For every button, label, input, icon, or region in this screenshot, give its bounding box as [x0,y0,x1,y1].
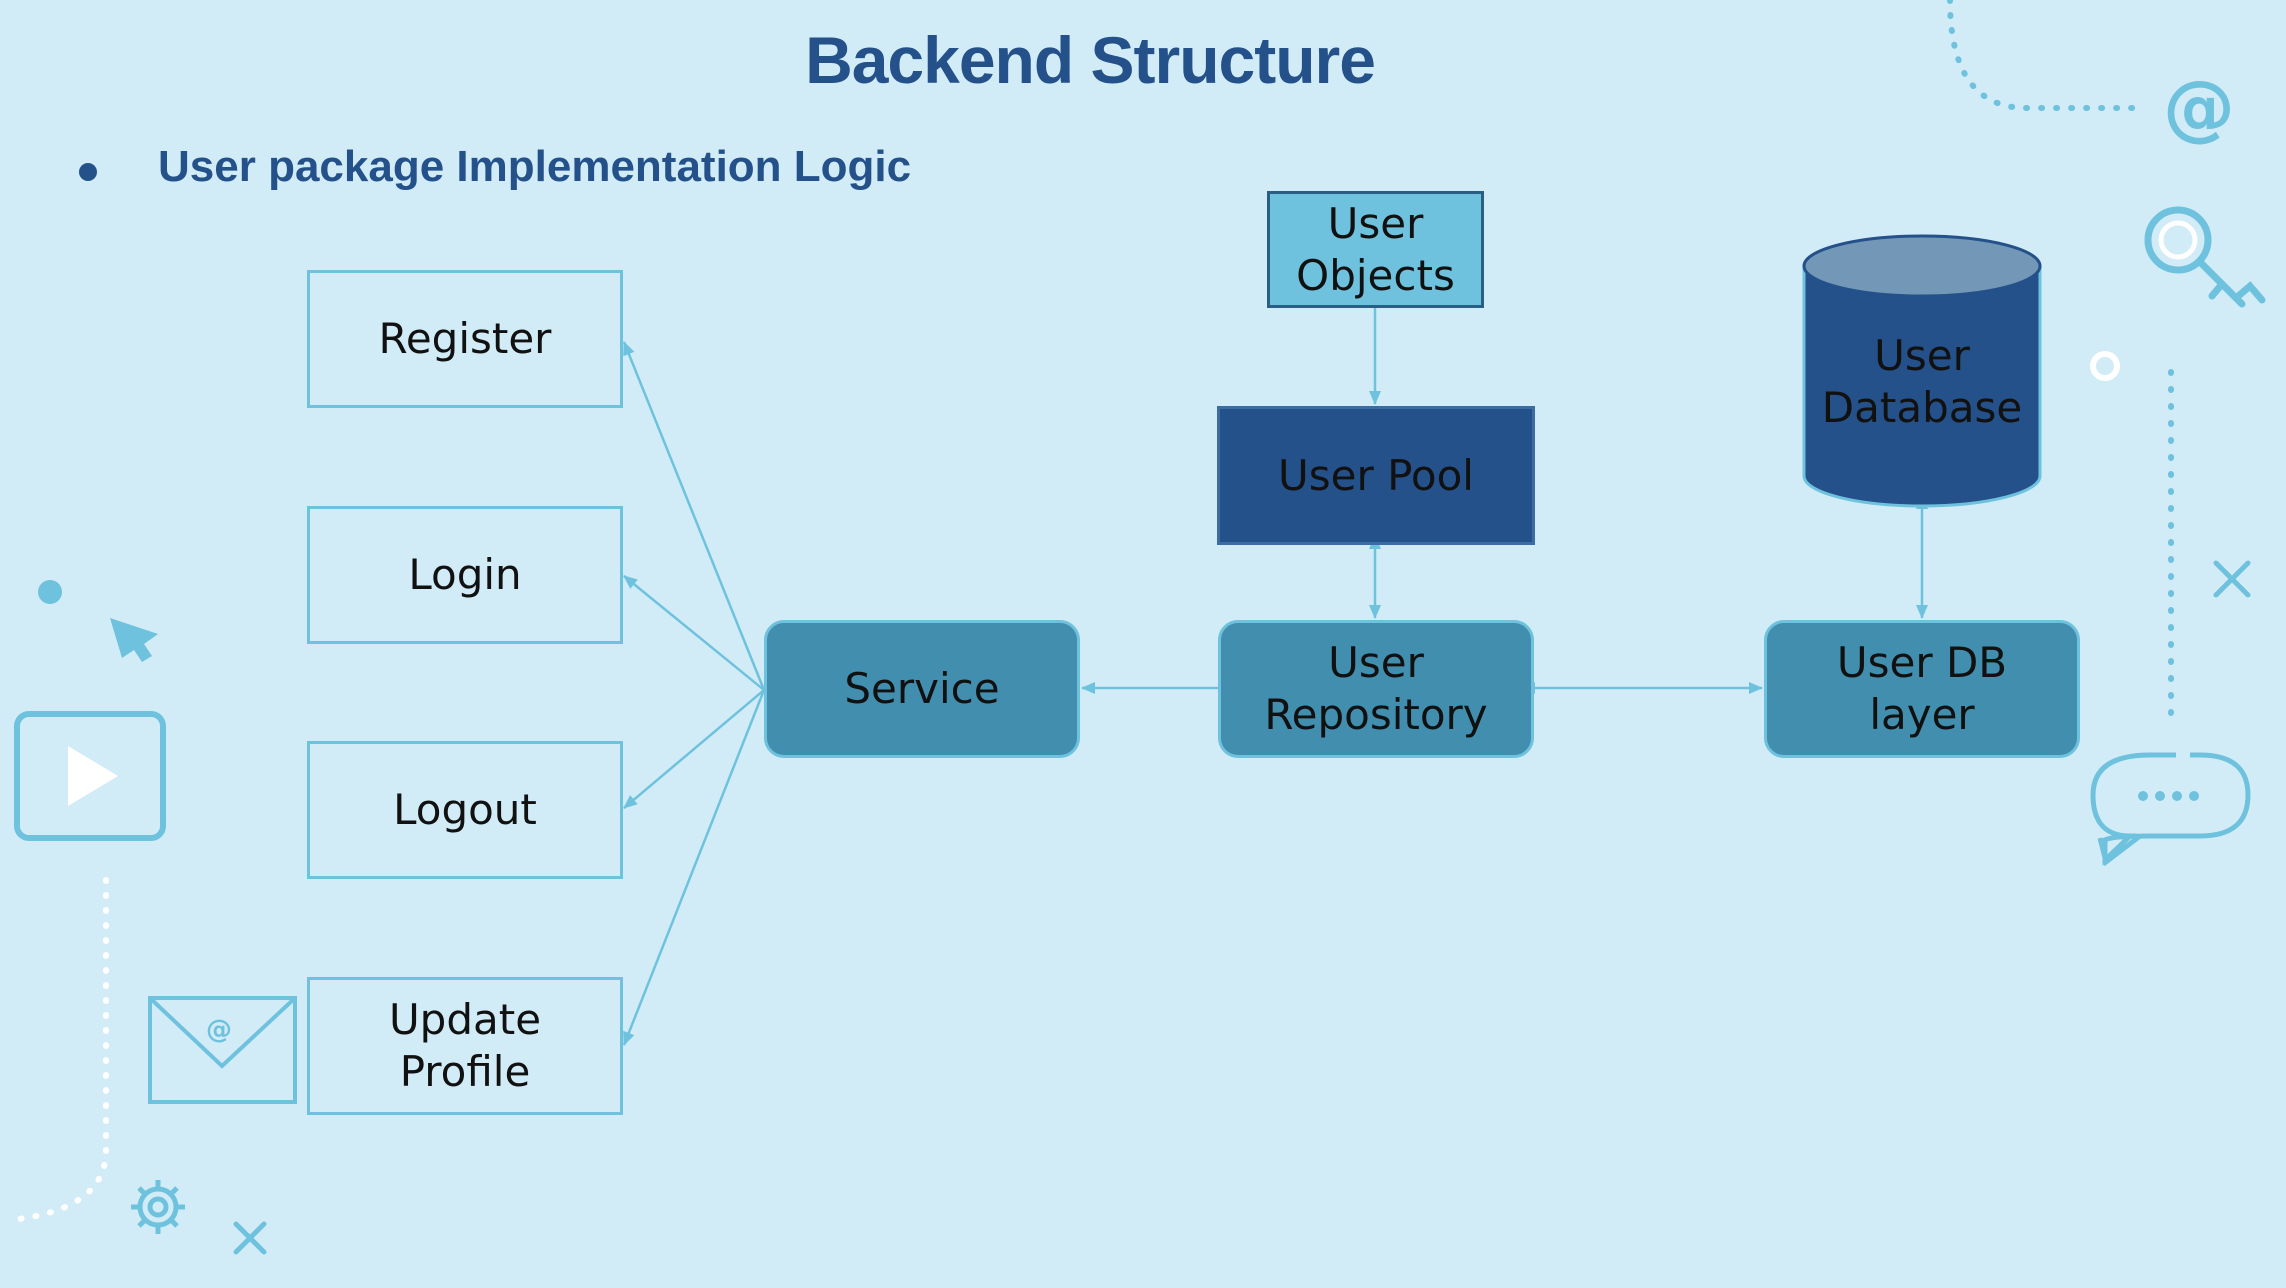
register-box: Register [307,270,623,408]
service-label: Service [844,664,1000,713]
user-objects-box: User Objects [1267,191,1484,308]
arrow-service-update-profile [622,689,766,1046]
update-profile-box: Update Profile [307,977,623,1115]
play-icon [14,711,166,841]
arrow-service-login [623,575,765,691]
dotted-curve [1947,0,2143,112]
gear-icon [131,1180,185,1234]
register-label: Register [378,314,552,363]
bullet-dot [79,163,97,181]
key-icon [2144,206,2266,308]
bullet-text: User package Implementation Logic [158,142,912,191]
chat-bubble-icon [2090,750,2251,867]
arrow-service-register [622,341,766,691]
user-db-layer-label: User DB layer [1836,638,2008,739]
user-repository-box: User Repository [1218,620,1534,758]
user-pool-label: User Pool [1278,450,1474,500]
at-icon: @ [2163,65,2235,149]
login-label: Login [408,550,522,599]
ring-icon [2090,351,2120,381]
service-box: Service [764,620,1080,758]
logout-box: Logout [307,741,623,879]
update-profile-label: Update Profile [388,995,542,1096]
user-repository-label: User Repository [1264,638,1488,739]
user-database-cylinder [1802,234,2042,508]
dot-icon [38,580,62,604]
mail-icon: @ [148,996,297,1104]
close-icon [2213,560,2251,598]
page-title: Backend Structure [805,23,1376,97]
logout-label: Logout [393,785,537,834]
cursor-icon [110,618,158,662]
close-icon [233,1221,267,1255]
user-pool-box: User Pool [1217,406,1535,545]
svg-text:@: @ [206,1015,232,1045]
user-objects-label: User Objects [1296,198,1455,300]
arrow-service-logout [623,689,765,809]
user-database-label: User Database [1821,331,2023,432]
login-box: Login [307,506,623,644]
user-db-layer-box: User DB layer [1764,620,2080,758]
